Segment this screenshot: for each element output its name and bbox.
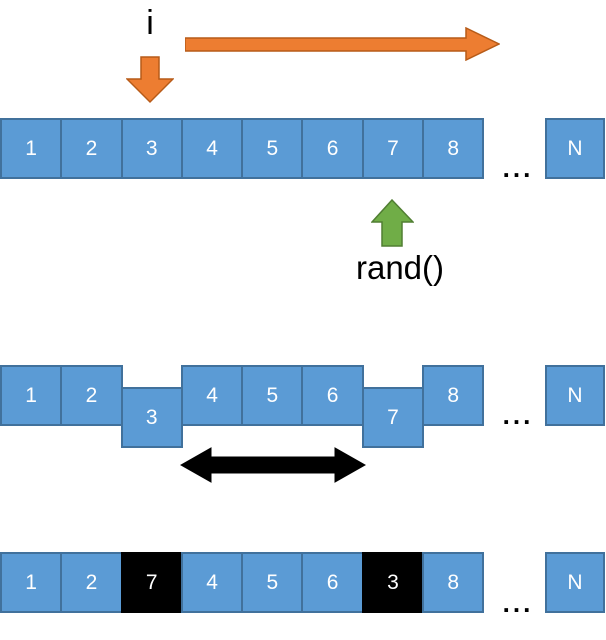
ellipsis-initial: ... [502,153,534,183]
ellipsis-selected: ... [502,400,534,430]
array-cell-selected-7: 7 [361,387,425,448]
array-cell-initial-5: 5 [241,118,304,179]
array-cell-initial-N: N [545,118,605,179]
iterator-direction-arrow-icon [185,27,500,61]
array-cell-swapped-7: 3 [361,552,425,613]
array-cell-initial-7: 7 [361,118,425,179]
iterator-label: i [146,4,154,42]
array-cell-initial-3: 3 [120,118,183,179]
array-cell-swapped-6: 6 [301,552,364,613]
array-cell-initial-1: 1 [0,118,63,179]
array-cell-selected-2: 2 [60,365,123,426]
array-cell-selected-N: N [545,365,605,426]
rand-label: rand() [355,249,445,286]
array-cell-swapped-1: 1 [0,552,63,613]
array-cell-selected-1: 1 [0,365,63,426]
ellipsis-swapped: ... [502,588,534,618]
swap-arrow-icon [180,447,366,483]
rand-pointer-arrow-icon [371,199,414,247]
array-cell-swapped-3: 7 [120,552,183,613]
array-cell-initial-8: 8 [422,118,485,179]
array-cell-selected-3: 3 [120,387,183,448]
array-cell-swapped-2: 2 [60,552,123,613]
array-cell-initial-2: 2 [60,118,123,179]
array-cell-swapped-8: 8 [422,552,485,613]
array-cell-selected-6: 6 [301,365,364,426]
array-cell-swapped-4: 4 [180,552,244,613]
array-cell-selected-4: 4 [180,365,244,426]
array-cell-swapped-N: N [545,552,605,613]
array-cell-swapped-5: 5 [241,552,304,613]
array-cell-initial-6: 6 [301,118,364,179]
array-cell-initial-4: 4 [180,118,244,179]
iterator-pointer-arrow-icon [126,56,174,104]
array-cell-selected-8: 8 [422,365,485,426]
array-cell-selected-5: 5 [241,365,304,426]
